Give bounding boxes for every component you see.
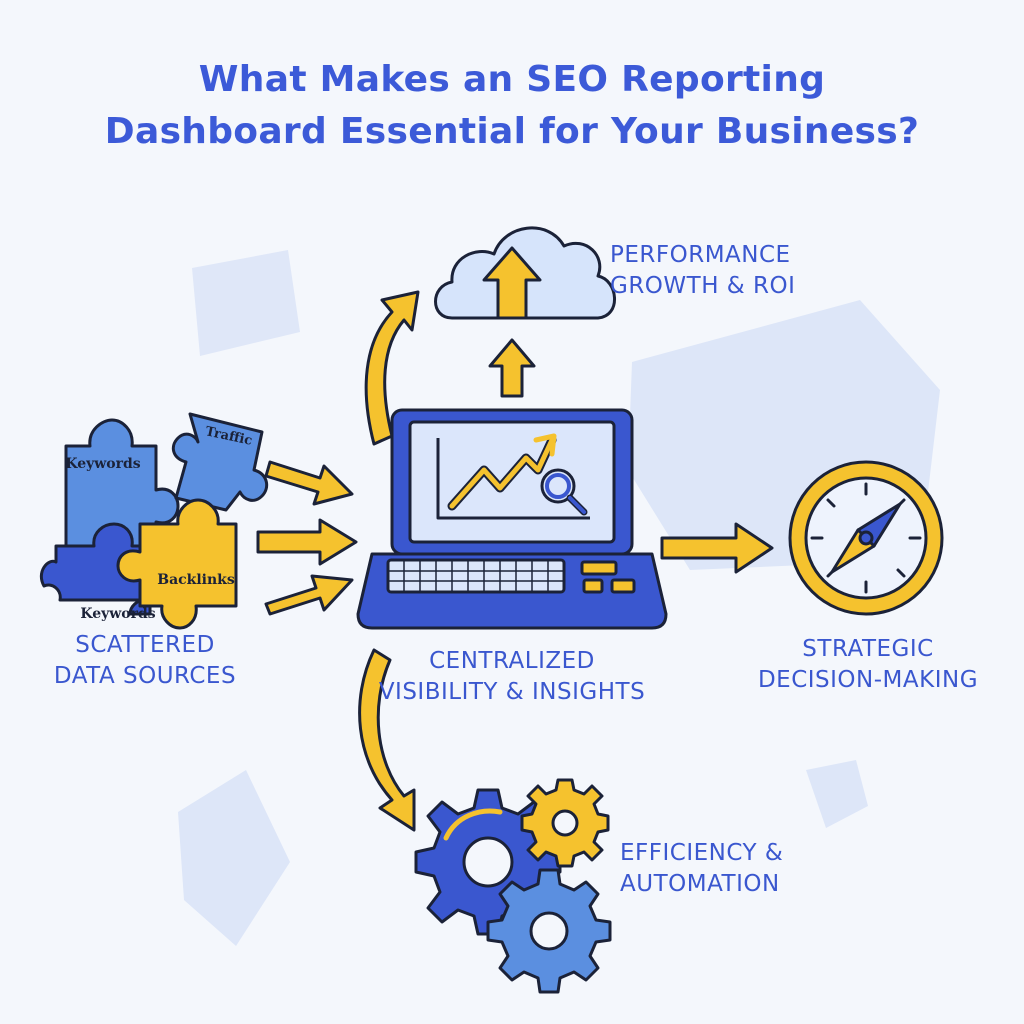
cloud-upload-arrow xyxy=(482,246,542,320)
screen-chart-arrowhead xyxy=(533,433,557,457)
bg-shape-bottom-left xyxy=(178,770,290,946)
keyboard-keys xyxy=(388,560,564,592)
arrow-icon xyxy=(660,522,774,574)
laptop-keyboard xyxy=(386,558,566,594)
label-scattered-line-1: SCATTERED xyxy=(75,632,215,658)
gear-medium-blue xyxy=(486,868,612,994)
puzzle-label-keywords: Keywords xyxy=(65,456,140,472)
laptop-button xyxy=(580,560,618,576)
puzzle-piece-backlinks xyxy=(116,498,238,630)
puzzle-icon xyxy=(39,412,269,630)
label-strategic-line-2: DECISION-MAKING xyxy=(757,667,979,693)
label-performance-line-1: PERFORMANCE xyxy=(610,242,791,268)
gears-icon xyxy=(414,778,612,994)
laptop-screen xyxy=(408,420,616,544)
label-efficiency-line-1: EFFICIENCY & xyxy=(620,840,784,866)
laptop-icon xyxy=(356,408,668,630)
label-efficiency-line-2: AUTOMATION xyxy=(620,871,780,897)
laptop-button xyxy=(582,578,604,594)
label-efficiency-automation: EFFICIENCY & AUTOMATION xyxy=(620,838,820,900)
bg-shape-bottom-right xyxy=(806,760,868,828)
label-performance-growth: PERFORMANCE GROWTH & ROI xyxy=(610,240,830,302)
arrow-icon xyxy=(264,460,354,506)
arrow-icon xyxy=(264,574,354,616)
bg-shape-top-left xyxy=(192,250,300,356)
label-performance-line-2: GROWTH & ROI xyxy=(610,273,796,299)
label-scattered-line-2: DATA SOURCES xyxy=(53,663,237,689)
label-strategic-decision: STRATEGIC DECISION-MAKING xyxy=(748,634,988,696)
label-scattered-data-sources: SCATTERED DATA SOURCES xyxy=(40,630,250,692)
arrow-icon xyxy=(488,338,536,398)
puzzle-label-backlinks: Backlinks xyxy=(157,572,235,588)
cloud-upload-icon xyxy=(434,226,616,320)
title-line-1: What Makes an SEO Reporting xyxy=(198,59,826,100)
compass-center xyxy=(858,530,874,546)
arrow-icon xyxy=(358,648,416,832)
screen-chart-line xyxy=(449,437,555,509)
title-line-2: Dashboard Essential for Your Business? xyxy=(104,111,920,152)
label-strategic-line-1: STRATEGIC xyxy=(802,636,934,662)
puzzle-piece-keywords-bottom xyxy=(39,522,152,616)
compass-icon xyxy=(788,460,944,616)
label-centralized-line-2: VISIBILITY & INSIGHTS xyxy=(378,679,646,705)
label-centralized-line-1: CENTRALIZED xyxy=(429,648,595,674)
arrow-icon xyxy=(364,290,420,446)
laptop-button xyxy=(610,578,636,594)
arrow-icon xyxy=(256,518,358,566)
page-title: What Makes an SEO Reporting Dashboard Es… xyxy=(0,54,1024,158)
magnifier-icon xyxy=(540,468,588,516)
puzzle-piece-traffic xyxy=(171,412,269,512)
puzzle-label-keywords-bottom: Keywords xyxy=(80,606,155,622)
input-arrows xyxy=(256,460,358,616)
screen-chart-axes xyxy=(436,438,590,520)
gear-small-yellow xyxy=(520,778,610,868)
label-centralized-visibility: CENTRALIZED VISIBILITY & INSIGHTS xyxy=(352,646,672,708)
